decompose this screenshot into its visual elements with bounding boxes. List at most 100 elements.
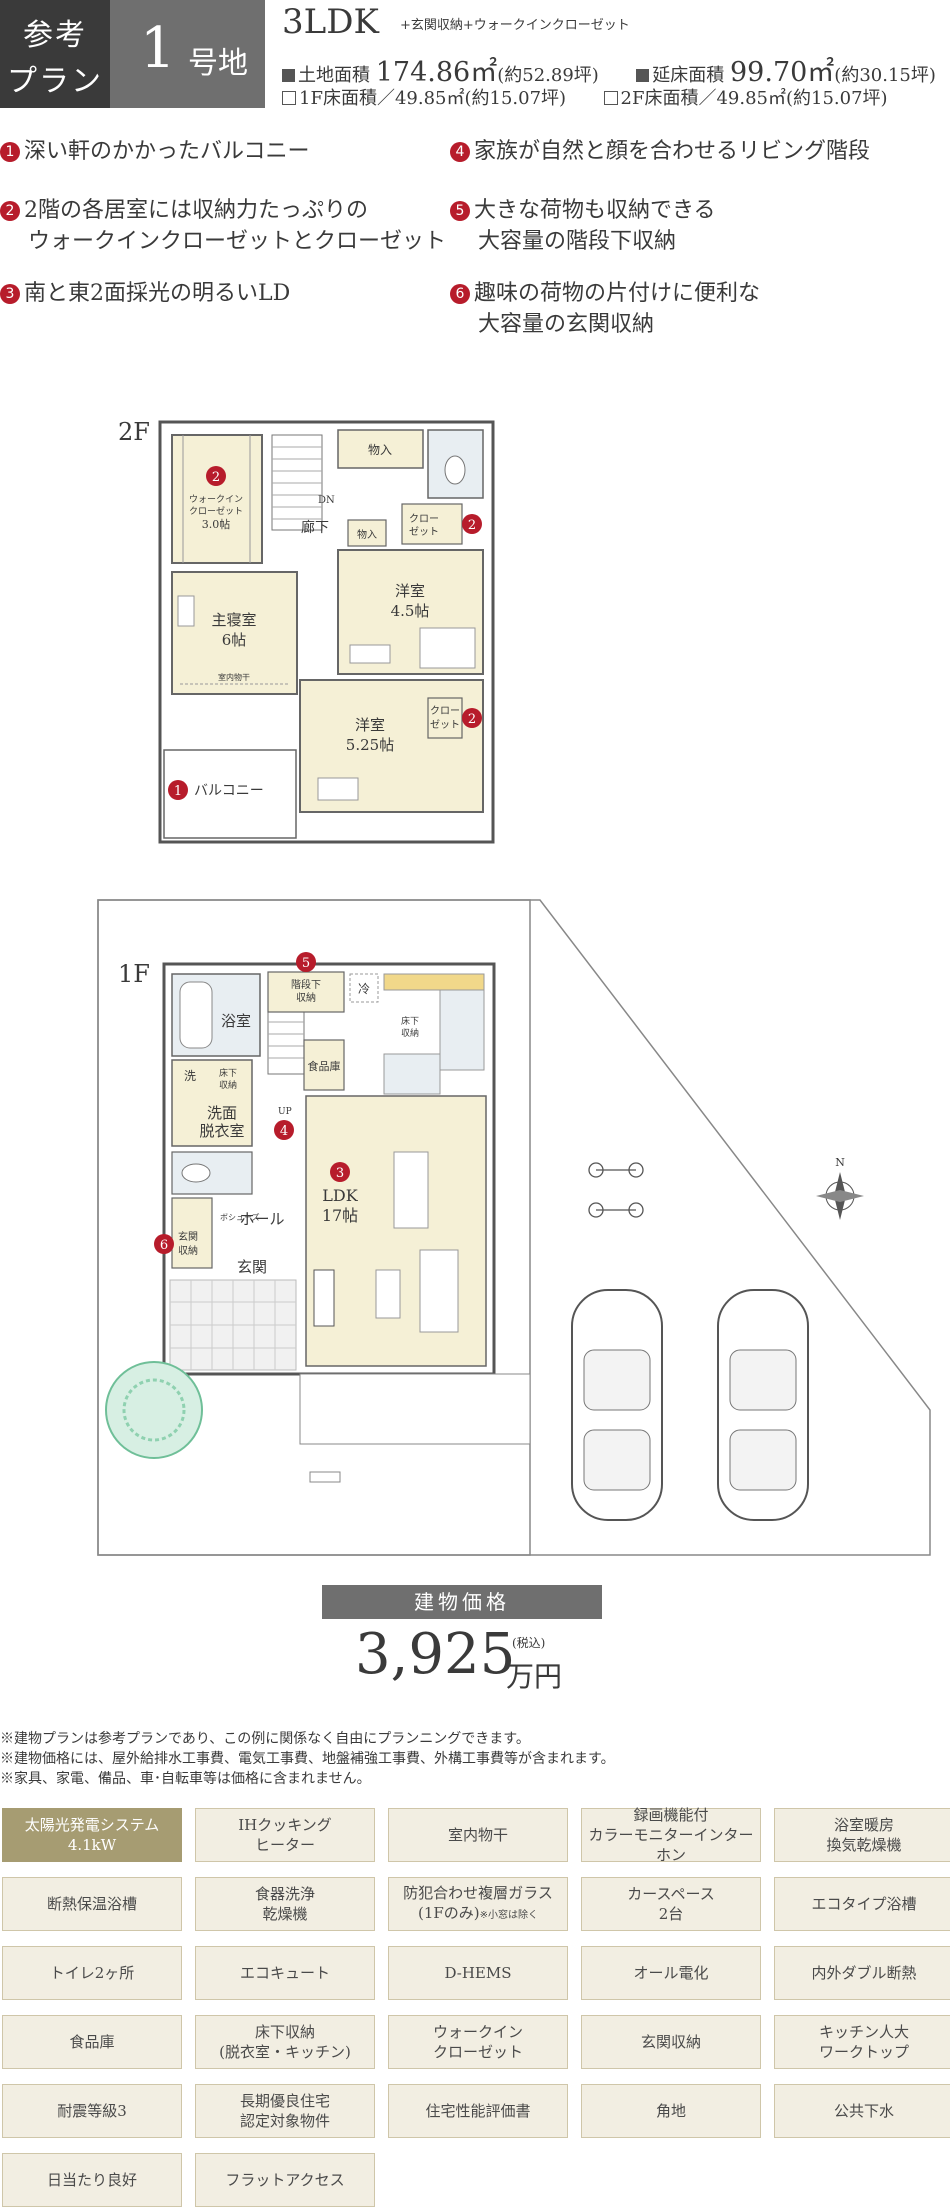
- hall-label: 廊下: [301, 519, 329, 536]
- closet-2-label: クロー: [430, 705, 460, 717]
- underfloor-label: 床下: [401, 1015, 419, 1027]
- badge-2-icon: [206, 466, 226, 486]
- area-row-main: 土地面積 174.86㎡(約52.89坪) 延床面積 99.70㎡(約30.15…: [282, 50, 936, 89]
- spec-item-line1: IHクッキング: [238, 1816, 332, 1834]
- floor1-area: 1F床面積／49.85㎡(約15.07坪): [299, 88, 567, 109]
- bed: [419, 627, 476, 669]
- spec-item-line1: エコタイプ浴槽: [811, 1895, 917, 1913]
- entrance-label: 玄関: [237, 1258, 267, 1276]
- pantry: [303, 1039, 345, 1091]
- price-unit: 万円: [506, 1660, 563, 1693]
- spec-item-line1: 防犯合わせ複層ガラス: [403, 1883, 553, 1902]
- storage-top-label: 物入: [368, 443, 392, 457]
- total-floor-label: 延床面積: [652, 65, 725, 86]
- spec-item: 玄関収納: [581, 2015, 761, 2069]
- floor2-area: 2F床面積／49.85㎡(約15.07坪): [620, 88, 888, 109]
- under-stair-label: 収納: [296, 991, 316, 1004]
- bathtub: [179, 981, 213, 1049]
- spec-item-line2: 換気乾燥機: [826, 1836, 902, 1854]
- pantry-label: 食品庫: [308, 1059, 341, 1073]
- price-tax: (税込): [512, 1636, 546, 1650]
- car-icon: [717, 1289, 809, 1521]
- spec-item-line1: 録画機能付: [633, 1806, 709, 1824]
- spec-item: 角地: [581, 2084, 761, 2138]
- lot-unit: 号地: [188, 46, 248, 81]
- toilet-room: [171, 1151, 253, 1195]
- plan-extra: +玄関収納+ウォークインクローゼット: [400, 18, 630, 33]
- desk: [349, 644, 391, 664]
- spec-item-line1: オール電化: [633, 1964, 709, 1982]
- dressing-label: 脱衣室: [199, 1122, 244, 1140]
- stair-steps: [272, 446, 322, 520]
- badge-number: 2: [212, 470, 220, 485]
- spec-item: 床下収納 (脱衣室・キッチン): [195, 2015, 375, 2069]
- master-size: 6帖: [222, 631, 247, 649]
- wic-room: [171, 434, 263, 564]
- feature-text: 深い軒のかかったバルコニー: [24, 139, 310, 164]
- tv-board: [313, 1269, 335, 1327]
- total-floor-value: 99.70㎡: [730, 57, 835, 88]
- price-value: 3,925: [355, 1622, 516, 1687]
- spec-item-line1: 浴室暖房: [833, 1816, 894, 1834]
- tile-grid: [170, 1280, 296, 1370]
- spec-item-line1: D-HEMS: [444, 1964, 512, 1982]
- laundry-rod-label: 室内物干: [218, 672, 250, 682]
- spec-item: 長期優良住宅認定対象物件: [195, 2084, 375, 2138]
- spec-item-line1: 耐震等級3: [57, 2102, 127, 2120]
- steps: [309, 1471, 341, 1483]
- storage-small: [347, 519, 387, 547]
- room-b-label: 洋室: [395, 582, 425, 600]
- spec-item: ウォークインクローゼット: [388, 2015, 568, 2069]
- lot-badge: 1 号地: [110, 0, 265, 108]
- stair-dn: DN: [318, 495, 335, 506]
- tree-icon: [122, 1378, 186, 1442]
- shoe-storage-label: 収納: [178, 1244, 198, 1257]
- terrace: [299, 1373, 531, 1445]
- badge-number: 3: [336, 1166, 344, 1181]
- toilet-icon: [181, 1163, 211, 1183]
- spec-item-line2: (脱衣室・キッチン): [219, 2043, 351, 2061]
- room-b-size: 4.5帖: [391, 602, 430, 620]
- spec-item-line1: 床下収納: [254, 2023, 315, 2041]
- spec-item-line1: 断熱保温浴槽: [46, 1895, 137, 1913]
- spec-item-line2: クローゼット: [432, 2043, 523, 2061]
- fridge-label: 冷: [358, 982, 370, 996]
- shoe-box-label: ボシューズ: [220, 1212, 260, 1222]
- spec-item: 断熱保温浴槽: [2, 1877, 182, 1931]
- underfloor-label: 床下: [219, 1067, 237, 1079]
- spec-item-line1: 公共下水: [833, 2102, 894, 2120]
- ldk-label: LDK: [322, 1186, 358, 1205]
- wash-label: 洗: [184, 1069, 196, 1083]
- spec-item-line1: 食品庫: [69, 2033, 115, 2051]
- car-icon: [571, 1289, 663, 1521]
- spec-item-line1: 食器洗浄: [254, 1885, 315, 1903]
- plan-tag: 参考 プラン: [0, 0, 110, 108]
- spec-item-line2: ワークトップ: [818, 2043, 909, 2061]
- price-label: 建物価格: [322, 1585, 602, 1619]
- storage-small-label: 物入: [357, 528, 377, 541]
- note-3: ※家具、家電、備品、車･自転車等は価格に含まれません。: [0, 1771, 371, 1787]
- spec-item: 食品庫: [2, 2015, 182, 2069]
- floor-plan-2f: 2F 2 ウォークイン クローゼット 3.0帖 DN 物入 廊下 物入 クロー …: [118, 418, 495, 844]
- feature-number: 4: [450, 142, 470, 162]
- spec-item: エコタイプ浴槽: [774, 1877, 950, 1931]
- badge-4-icon: [274, 1120, 294, 1140]
- land-area-value: 174.86㎡: [375, 57, 498, 88]
- storage-top: [337, 429, 424, 469]
- spec-item-line2-wrap: (1Fのみ)※小窓は除く: [418, 1903, 538, 1926]
- lot-number: 1: [140, 16, 176, 81]
- badge-number: 2: [468, 712, 476, 727]
- filled-square-icon: [636, 69, 650, 82]
- site-lot: [97, 899, 531, 1556]
- spec-item: エコキュート: [195, 1946, 375, 2000]
- compass-north: N: [835, 1156, 845, 1169]
- spec-item-line2: 認定対象物件: [239, 2112, 330, 2130]
- plan-type: 3LDK: [282, 2, 379, 42]
- feature-text: 2階の各居室には収納力たっぷりの: [24, 198, 368, 223]
- spec-item: 録画機能付カラーモニターインターホン: [581, 1806, 761, 1864]
